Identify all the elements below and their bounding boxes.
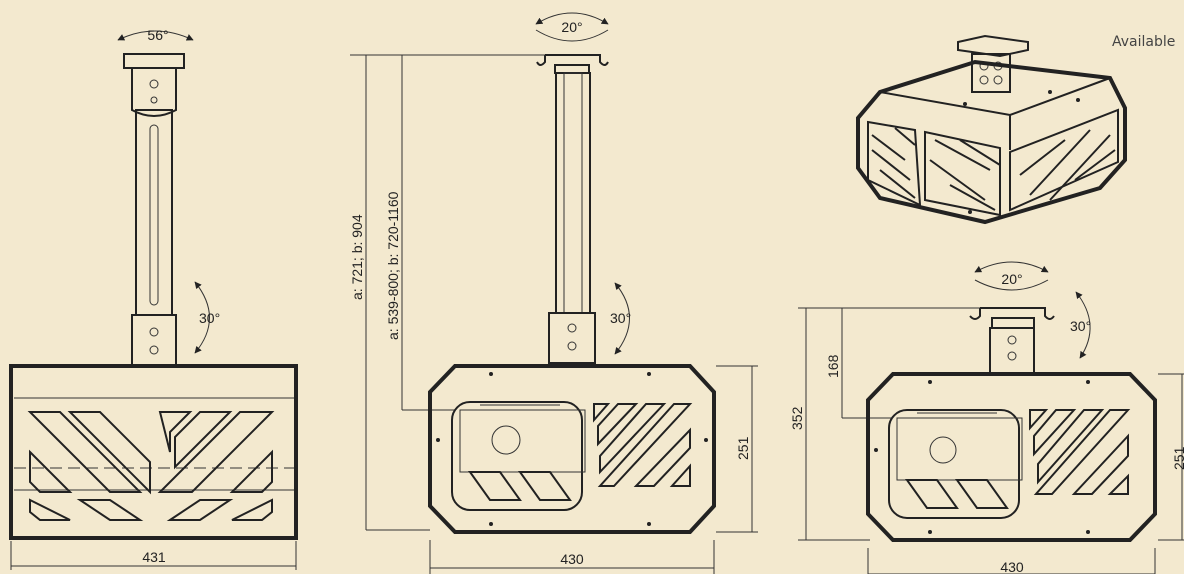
height-label-b: a: 539-800; b: 720-1160 xyxy=(385,191,401,340)
width-label-side: 431 xyxy=(142,549,166,565)
box-height-label-short: 251 xyxy=(1171,446,1184,470)
width-label-short: 430 xyxy=(1000,559,1024,574)
rotation-arrow-front xyxy=(535,12,609,25)
angle-label-front-top: 20° xyxy=(561,19,582,35)
side-view: 56° 30° xyxy=(9,27,298,570)
angle-label-front-joint: 30° xyxy=(610,310,631,326)
available-label: Available xyxy=(1112,34,1176,50)
width-label-front: 430 xyxy=(560,551,584,567)
rotation-arrow-side xyxy=(117,30,194,41)
total-height-label: 352 xyxy=(789,406,805,430)
short-view: 20° 30° 352 168 xyxy=(789,261,1184,574)
stem-height-label: 168 xyxy=(825,354,841,378)
isometric-view xyxy=(856,34,1127,225)
front-view: 20° 30° a: 721; b: 904 a: 539-800; b: 72… xyxy=(349,12,758,574)
height-label-a: a: 721; b: 904 xyxy=(349,214,365,300)
box-height-label-front: 251 xyxy=(735,436,751,460)
rotation-arrow-short xyxy=(974,261,1049,273)
angle-label-short-top: 20° xyxy=(1001,271,1022,287)
angle-label-side-top: 56° xyxy=(147,27,168,43)
angle-label-short-joint: 30° xyxy=(1070,318,1091,334)
angle-label-side-joint: 30° xyxy=(199,310,220,326)
